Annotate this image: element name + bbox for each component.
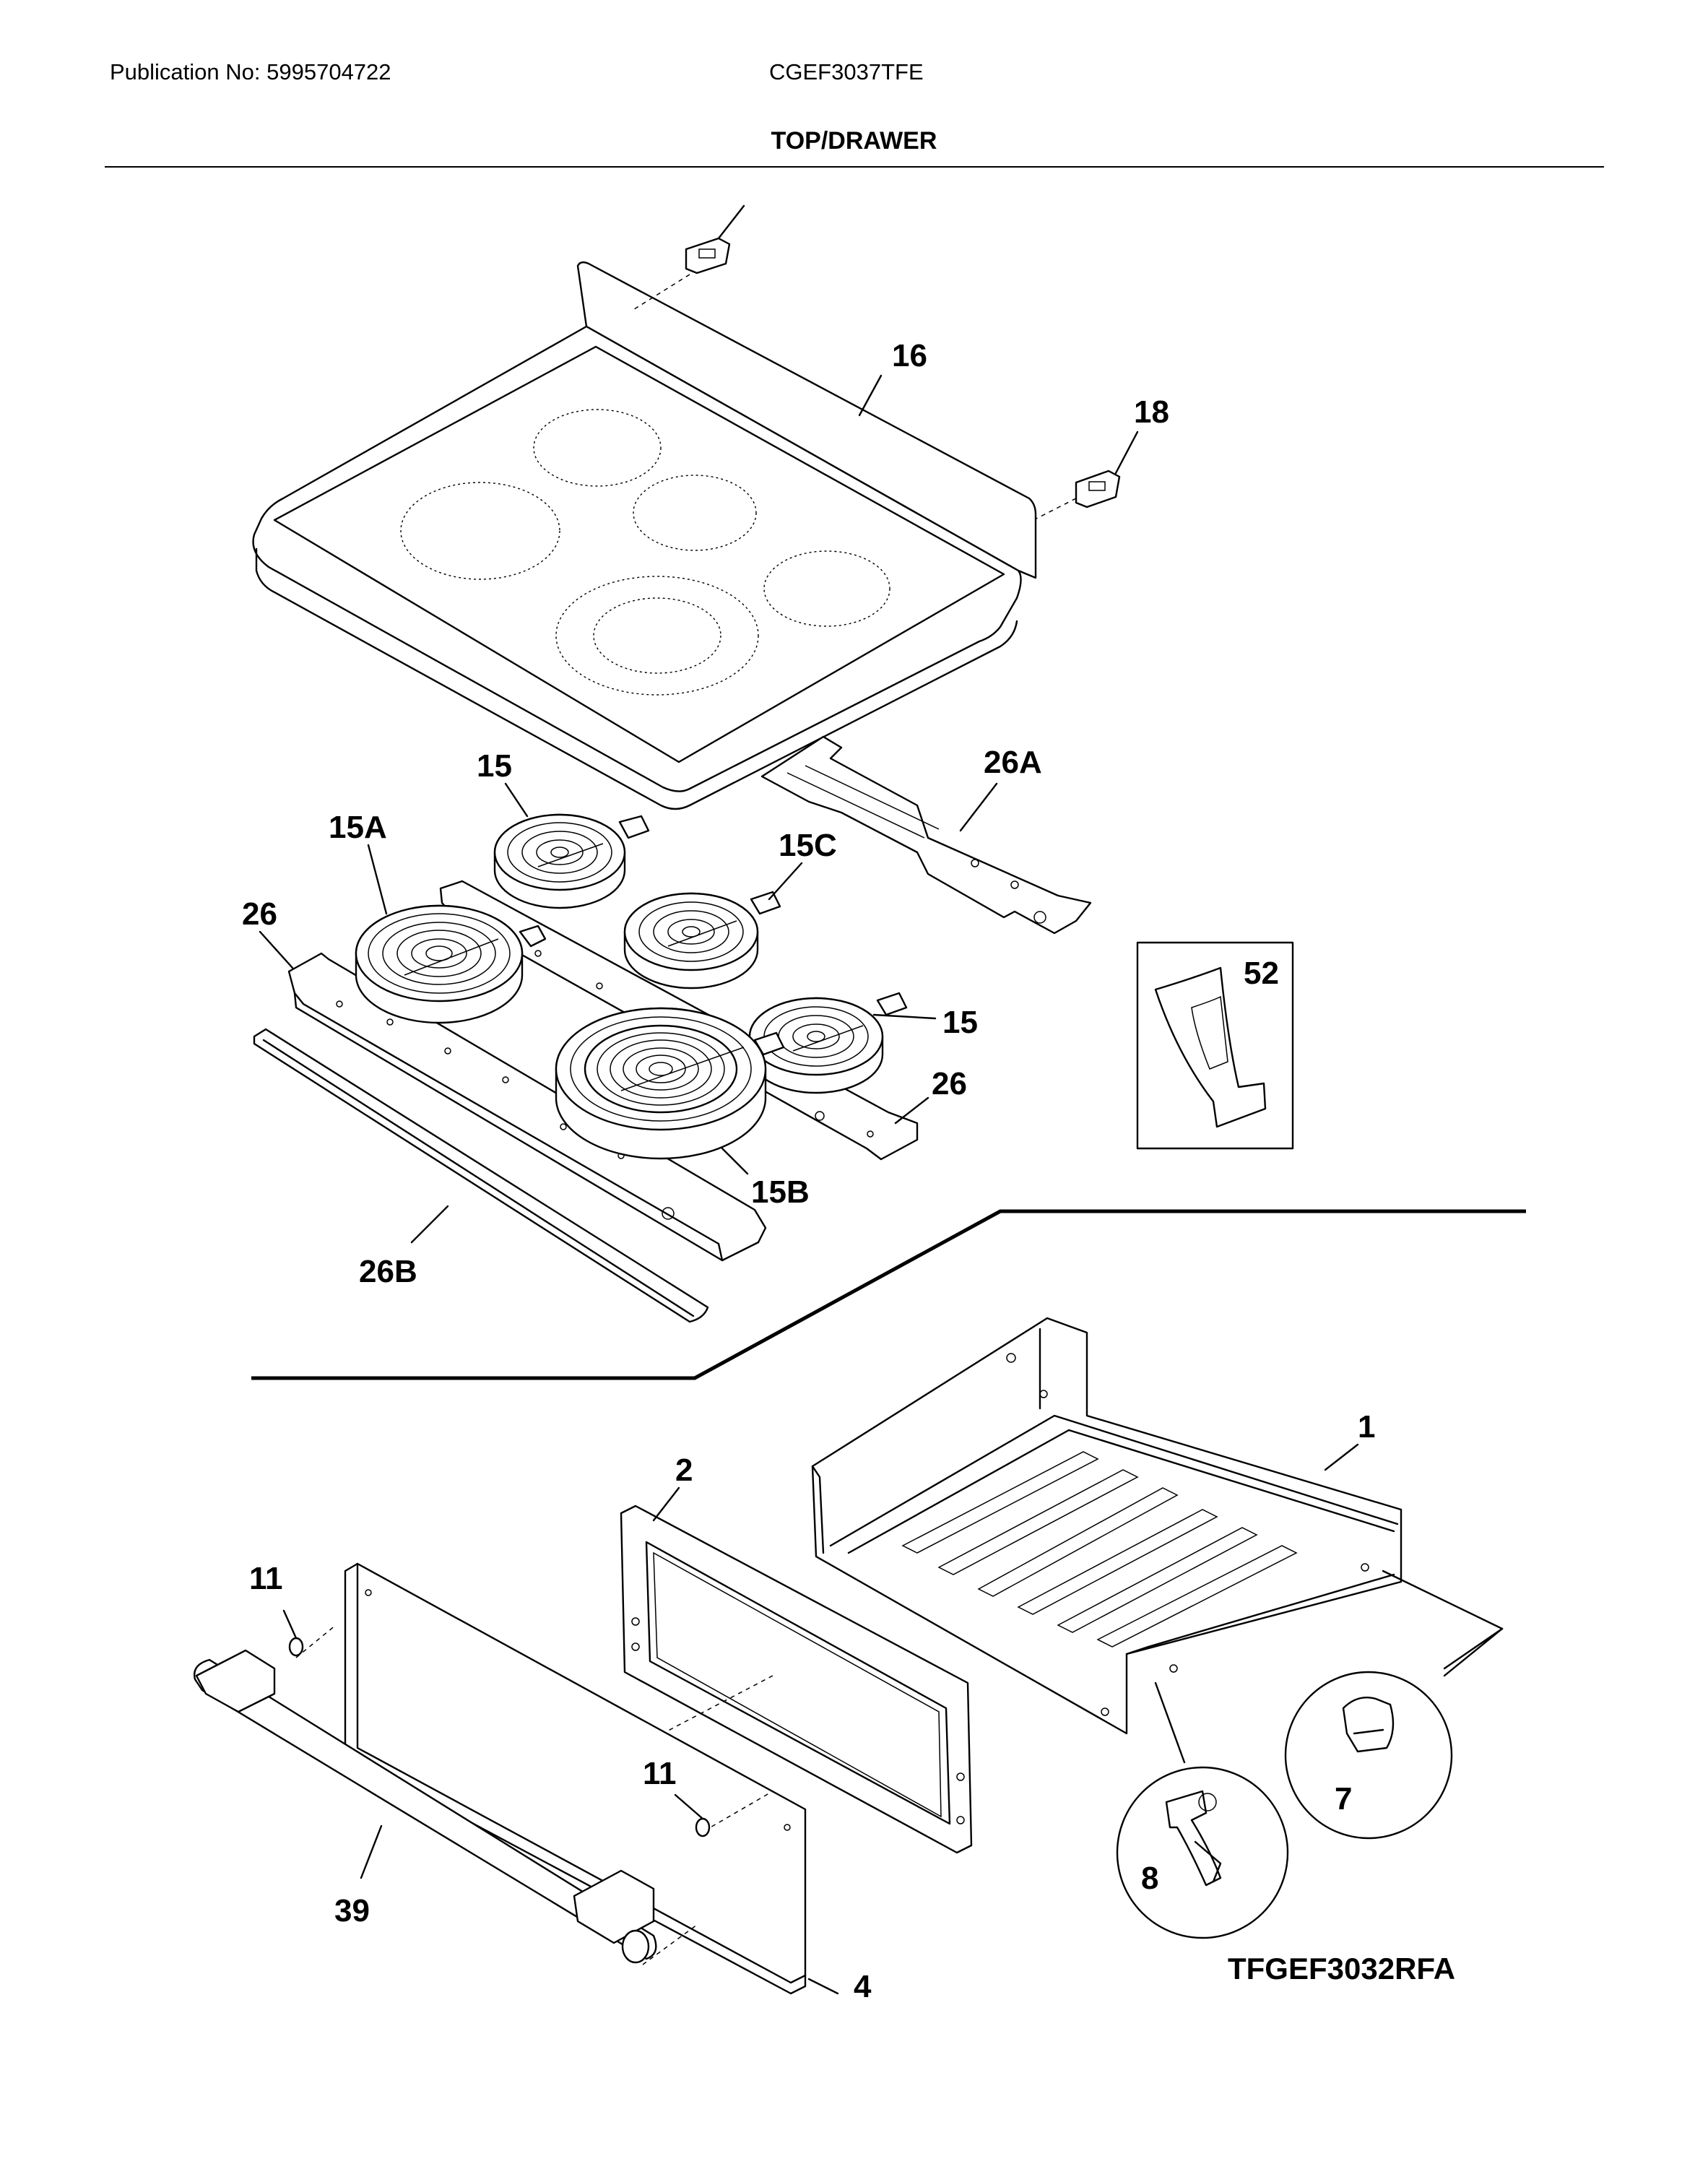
screw-11-left [282, 1609, 304, 1657]
leader-26-left [259, 930, 294, 969]
label-4: 4 [854, 1969, 872, 2004]
label-7: 7 [1335, 1781, 1352, 1817]
label-15a: 15A [329, 810, 387, 845]
burner-element-15-top [493, 813, 650, 909]
label-2: 2 [675, 1453, 693, 1488]
leader-26-right [894, 1096, 929, 1125]
leader-15-top [504, 782, 529, 818]
label-26a: 26A [984, 745, 1042, 780]
leader-4 [807, 1978, 839, 1995]
drawer-frame [620, 1505, 973, 1854]
burner-element-15b [555, 1007, 785, 1160]
section-title: TOP/DRAWER [771, 127, 937, 155]
label-52: 52 [1244, 956, 1279, 991]
leader-15-right [872, 1013, 937, 1020]
label-16: 16 [892, 338, 927, 373]
label-26-left: 26 [242, 896, 277, 932]
bracket-26a [760, 735, 1092, 935]
label-1: 1 [1358, 1409, 1375, 1445]
mounting-bracket-left [631, 204, 745, 311]
label-26-right: 26 [932, 1066, 967, 1101]
burner-element-15c [623, 891, 781, 990]
label-8: 8 [1141, 1861, 1158, 1896]
leader-26b [410, 1205, 449, 1244]
label-39: 39 [334, 1893, 370, 1928]
inset-circle-8 [1116, 1766, 1289, 1939]
model-number: CGEF3037TFE [769, 59, 924, 85]
label-15c: 15C [779, 828, 837, 863]
screw-11-right [674, 1793, 711, 1837]
drawer-handle [194, 1649, 657, 1964]
label-26b: 26B [359, 1254, 417, 1289]
burner-element-15-right [748, 992, 908, 1094]
publication-number: Publication No: 5995704722 [110, 59, 391, 85]
burner-element-15a [355, 904, 547, 1024]
label-15-right: 15 [942, 1005, 978, 1040]
leader-15b [721, 1147, 749, 1175]
section-divider [251, 1209, 1526, 1380]
leader-1 [1324, 1443, 1359, 1471]
leader-2 [652, 1486, 680, 1522]
label-11-right: 11 [643, 1756, 677, 1791]
label-11-left: 11 [249, 1561, 283, 1596]
label-15-top: 15 [477, 748, 512, 784]
cooktop-glass-top [252, 261, 1037, 810]
header-rule [105, 166, 1604, 168]
leader-26a [959, 782, 998, 832]
drawer-body [811, 1317, 1504, 1764]
burner-support-rail-front [287, 952, 767, 1262]
mounting-bracket-18 [1036, 430, 1139, 519]
leader-15c [768, 862, 803, 901]
label-18: 18 [1134, 394, 1169, 430]
diagram-code: TFGEF3032RFA [1228, 1952, 1456, 1986]
leader-15a [367, 844, 388, 915]
front-trim-26b [253, 1028, 709, 1323]
inset-circle-7 [1284, 1627, 1504, 1840]
inset-box-52 [1136, 941, 1294, 1150]
label-15b: 15B [751, 1174, 810, 1210]
leader-16 [858, 374, 883, 417]
